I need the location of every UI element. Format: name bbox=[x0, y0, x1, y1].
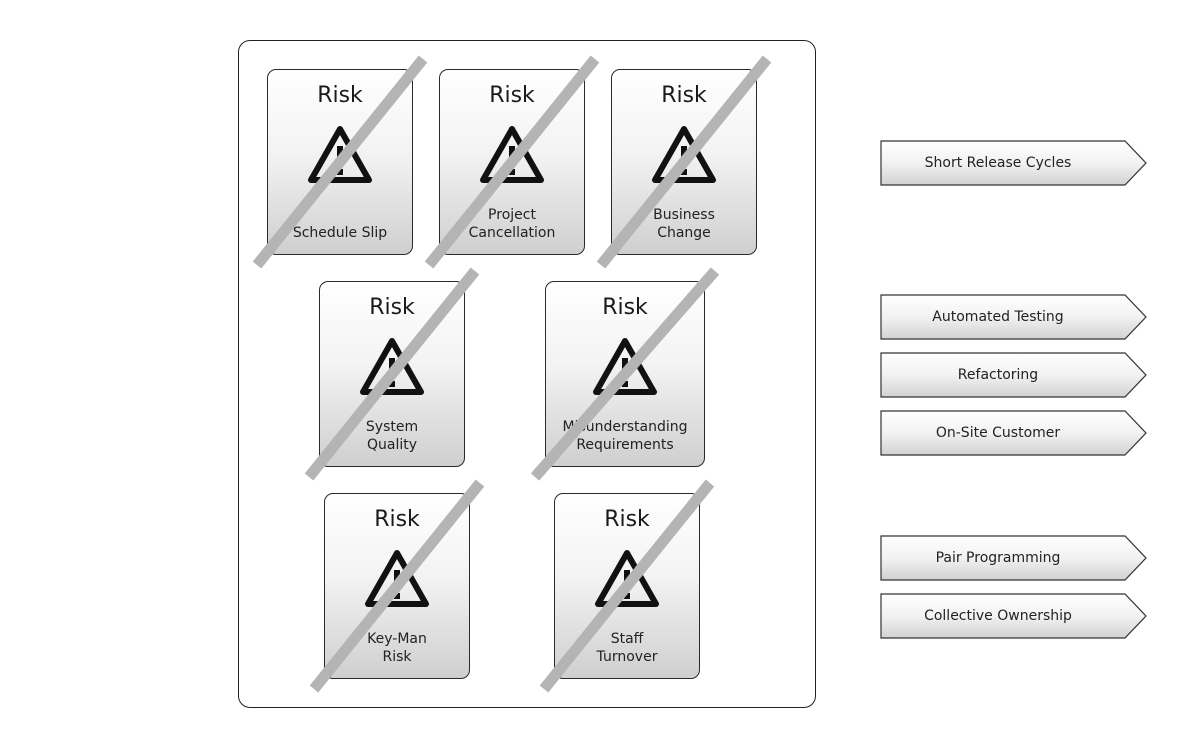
risk-card-label: Misunderstanding Requirements bbox=[562, 419, 688, 453]
warning-icon bbox=[360, 338, 424, 395]
risk-card-label: Staff Turnover bbox=[596, 631, 658, 665]
practice-label: On-Site Customer bbox=[935, 425, 1061, 441]
warning-icon bbox=[480, 126, 544, 183]
arrow-shape bbox=[880, 294, 1147, 340]
risk-card-title: Risk bbox=[661, 83, 707, 108]
practice-label: Refactoring bbox=[957, 367, 1039, 383]
arrow-shape bbox=[880, 535, 1147, 581]
practice-on-site-customer: On-Site Customer bbox=[880, 410, 1148, 456]
risk-card-system-quality: Risk System Quality bbox=[319, 281, 465, 467]
risk-card-title: Risk bbox=[602, 295, 648, 320]
risk-card-label: Key-Man Risk bbox=[367, 631, 427, 665]
risk-card-label: System Quality bbox=[365, 419, 419, 453]
warning-icon bbox=[308, 126, 372, 183]
risk-card-title: Risk bbox=[369, 295, 415, 320]
arrow-shape bbox=[880, 593, 1147, 639]
risk-card-label: Business Change bbox=[653, 207, 715, 241]
risk-card-schedule-slip: Risk Schedule Slip bbox=[267, 69, 413, 255]
practice-collective-ownership: Collective Ownership bbox=[880, 593, 1148, 639]
arrow-shape bbox=[880, 410, 1147, 456]
practice-label: Collective Ownership bbox=[924, 608, 1072, 624]
risk-card-misunderstanding-requirements: Risk Misunderstanding Requirements bbox=[545, 281, 705, 467]
warning-icon bbox=[595, 550, 659, 607]
risk-card-label: Project Cancellation bbox=[468, 207, 556, 241]
risk-card-title: Risk bbox=[317, 83, 363, 108]
practice-automated-testing: Automated Testing bbox=[880, 294, 1148, 340]
practice-label: Pair Programming bbox=[935, 550, 1061, 566]
arrow-shape bbox=[880, 140, 1147, 186]
practice-label: Automated Testing bbox=[932, 309, 1064, 325]
arrow-shape bbox=[880, 352, 1147, 398]
practice-label: Short Release Cycles bbox=[924, 155, 1072, 171]
risk-card-key-man-risk: Risk Key-Man Risk bbox=[324, 493, 470, 679]
risk-card-title: Risk bbox=[489, 83, 535, 108]
risk-card-title: Risk bbox=[374, 507, 420, 532]
risk-card-label: Schedule Slip bbox=[292, 225, 388, 241]
practice-refactoring: Refactoring bbox=[880, 352, 1148, 398]
risk-card-business-change: Risk Business Change bbox=[611, 69, 757, 255]
warning-icon bbox=[652, 126, 716, 183]
practice-pair-programming: Pair Programming bbox=[880, 535, 1148, 581]
risk-card-project-cancellation: Risk Project Cancellation bbox=[439, 69, 585, 255]
warning-icon bbox=[365, 550, 429, 607]
practice-short-release-cycles: Short Release Cycles bbox=[880, 140, 1148, 186]
risk-card-title: Risk bbox=[604, 507, 650, 532]
warning-icon bbox=[593, 338, 657, 395]
risk-card-staff-turnover: Risk Staff Turnover bbox=[554, 493, 700, 679]
